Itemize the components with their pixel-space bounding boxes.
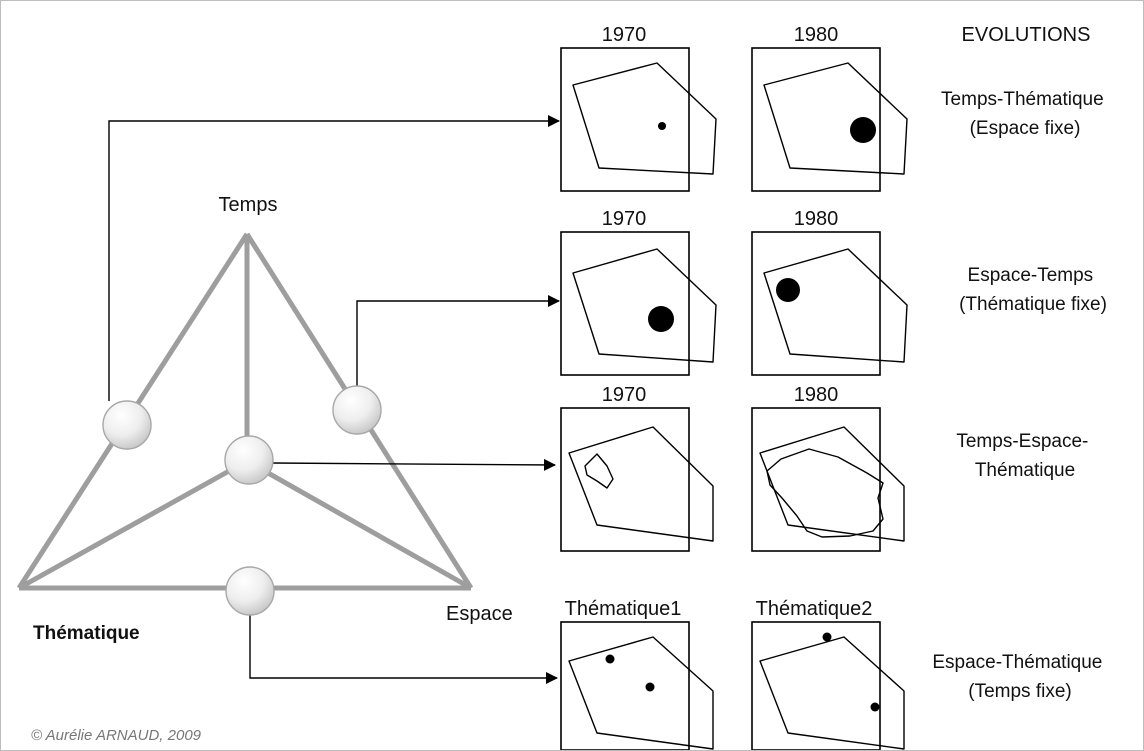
pyramid (16, 232, 474, 591)
vertex-label-espace: Espace (446, 603, 513, 625)
map-frame (751, 621, 881, 750)
row-label: Temps-Espace- Thématique (956, 431, 1093, 481)
thematic-point (822, 632, 832, 642)
connectors (108, 115, 560, 684)
pyramid-edge-inner-right (245, 458, 473, 591)
thematic-point (776, 278, 800, 302)
copyright-credit: © Aurélie ARNAUD, 2009 (31, 727, 202, 744)
map-frame (560, 621, 690, 750)
map-frame (560, 47, 690, 192)
map-frame (751, 407, 881, 552)
row-temps-espace-thematique: 1970 1980 Temps-Espace- Thématique (560, 384, 1093, 552)
row-label: Espace-Thématique (Temps fixe) (932, 652, 1107, 702)
region-outline (572, 62, 717, 175)
nodes (102, 385, 382, 616)
region-outline (759, 426, 905, 542)
map-thematique2 (751, 621, 905, 750)
thematic-point (658, 122, 666, 130)
map-caption: 1980 (794, 24, 839, 46)
thematic-point (870, 702, 880, 712)
thematic-area (766, 448, 884, 538)
map-caption: Thématique2 (756, 598, 873, 620)
row-temps-thematique: 1970 1980 Temps-Thématique (Espace fixe) (560, 24, 1109, 192)
map-1980 (751, 47, 908, 192)
map-frame (751, 231, 881, 376)
map-caption: 1970 (602, 384, 647, 406)
node-espace-thematique (225, 566, 275, 616)
evolutions-header: EVOLUTIONS (962, 24, 1091, 46)
arrow-temps-thematique (108, 115, 560, 401)
map-thematique1 (560, 621, 714, 750)
thematic-area (584, 453, 614, 489)
map-1980 (751, 407, 905, 552)
region-outline (572, 248, 717, 363)
map-caption: Thématique1 (565, 598, 682, 620)
map-caption: 1970 (602, 24, 647, 46)
map-caption: 1980 (794, 384, 839, 406)
map-1970 (560, 407, 714, 552)
region-outline (568, 636, 714, 750)
region-outline (763, 62, 908, 175)
map-caption: 1980 (794, 208, 839, 230)
region-outline (763, 248, 908, 363)
map-frame (751, 47, 881, 192)
thematic-point (645, 682, 655, 692)
node-temps-espace-thematique (224, 435, 274, 485)
thematic-point (850, 117, 876, 143)
map-caption: 1970 (602, 208, 647, 230)
map-frame (560, 231, 690, 376)
thematic-point (648, 306, 674, 332)
map-1970 (560, 47, 717, 192)
region-outline (568, 426, 714, 542)
row-label: Espace-Temps (Thématique fixe) (959, 265, 1107, 315)
arrow-espace-temps (356, 295, 560, 386)
vertex-label-thematique: Thématique (33, 623, 140, 644)
row-espace-thematique: Thématique1 Thématique2 Espace-Thématiqu… (560, 598, 1107, 750)
thematic-point (605, 654, 615, 664)
map-1970 (560, 231, 717, 376)
map-frame (560, 407, 690, 552)
pyramid-edge-inner-left (17, 458, 249, 591)
arrow-temps-espace-thematique (272, 458, 556, 471)
node-temps-thematique (102, 400, 152, 450)
row-espace-temps: 1970 1980 Espace-Temps (Thématique fixe) (560, 208, 1107, 376)
arrow-espace-thematique (249, 611, 558, 684)
vertex-label-temps: Temps (219, 194, 278, 216)
region-outline (759, 636, 905, 750)
map-1980 (751, 231, 908, 376)
row-label: Temps-Thématique (Espace fixe) (941, 89, 1109, 139)
node-espace-temps (332, 385, 382, 435)
